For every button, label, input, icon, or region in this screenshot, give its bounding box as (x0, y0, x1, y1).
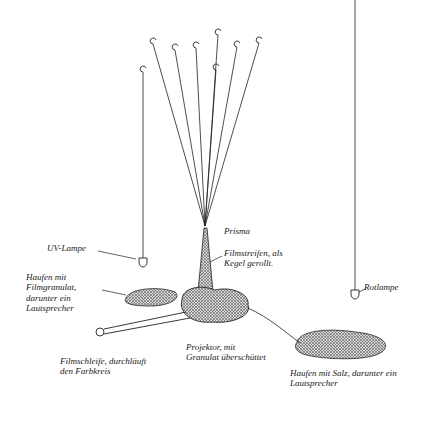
callout-label: UV-Lampe (47, 243, 97, 253)
uv-lamp (139, 258, 147, 267)
cable (248, 308, 300, 343)
callout-label: Haufen mit Filmgranulat, darunter ein La… (26, 272, 102, 313)
callout-label: Prisma (224, 226, 274, 236)
callout-label: Filmschleife, durchläuft den Farbkreis (60, 356, 150, 377)
red-lamp (351, 290, 359, 299)
film-cone (198, 228, 213, 292)
film-loop (96, 312, 190, 336)
granulate-pile (125, 289, 177, 306)
salt-pile (296, 330, 386, 359)
projector-pile (181, 287, 248, 322)
lamp-wire (355, 0, 356, 290)
lamp-wire (143, 72, 144, 258)
callout-label: Filmstreifen, als Kegel gerollt. (224, 248, 294, 269)
callout-label: Projektor, mit Granulat überschüttet (186, 342, 270, 363)
film-rays (153, 35, 259, 226)
callout-label: Rotlampe (364, 282, 420, 292)
hooks (140, 29, 262, 72)
callout-label: Haufen mit Salz, darunter ein Lautsprech… (290, 368, 405, 389)
